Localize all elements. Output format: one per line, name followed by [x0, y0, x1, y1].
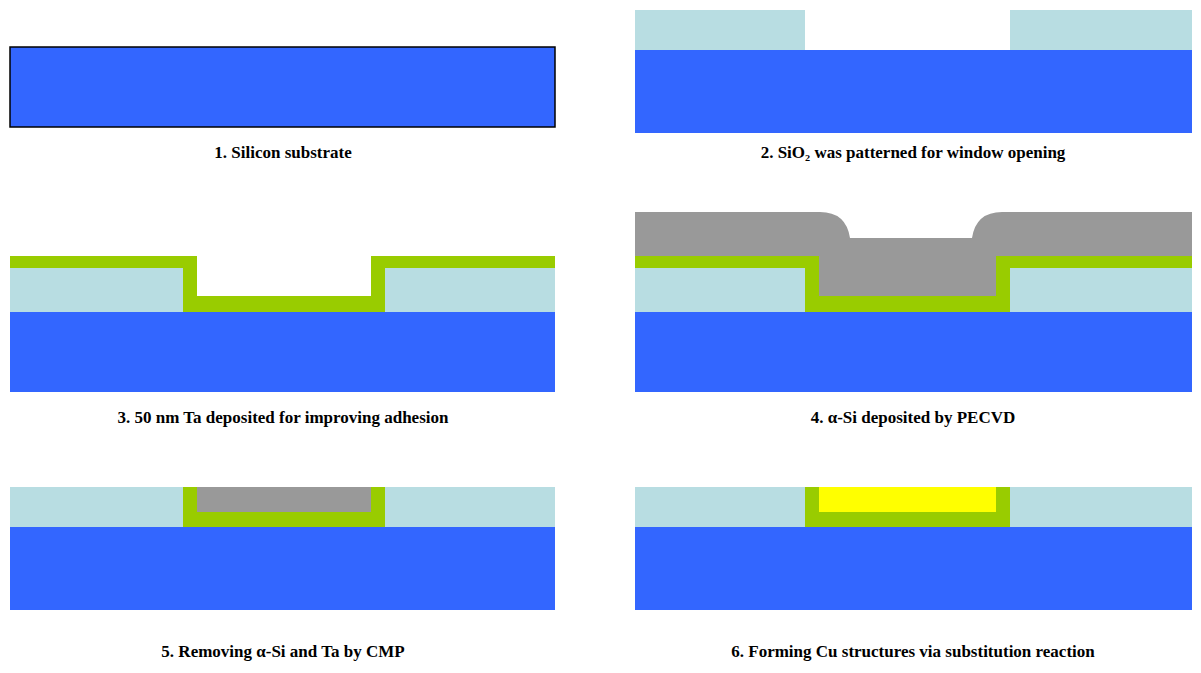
amorphous-silicon-fill — [197, 487, 371, 512]
step-caption: 5. Removing α-Si and Ta by CMP — [161, 642, 404, 662]
tantalum-layer — [10, 256, 555, 312]
oxide-layer — [1010, 487, 1192, 527]
silicon-substrate — [10, 527, 555, 610]
oxide-layer — [635, 10, 805, 50]
silicon-substrate — [635, 50, 1192, 133]
oxide-layer — [635, 268, 805, 312]
step-caption: 6. Forming Cu structures via substitutio… — [731, 642, 1094, 662]
step-caption: 3. 50 nm Ta deposited for improving adhe… — [118, 408, 449, 428]
step-caption: 4. α-Si deposited by PECVD — [811, 408, 1016, 428]
silicon-substrate — [635, 527, 1192, 610]
oxide-layer — [10, 268, 183, 312]
tantalum-layer — [635, 256, 1192, 312]
oxide-layer — [10, 487, 183, 527]
tantalum-liner — [805, 487, 1010, 527]
oxide-layer — [635, 487, 805, 527]
oxide-layer — [385, 268, 555, 312]
copper-structure — [819, 487, 996, 512]
silicon-substrate — [10, 312, 555, 392]
tantalum-liner — [183, 487, 385, 527]
step-caption: 2. SiO₂ was patterned for window opening — [761, 143, 1066, 163]
step-caption: 1. Silicon substrate — [214, 143, 351, 163]
silicon-substrate — [10, 47, 555, 127]
oxide-layer — [1010, 10, 1192, 50]
oxide-layer — [385, 487, 555, 527]
oxide-layer — [1010, 268, 1192, 312]
silicon-substrate — [635, 312, 1192, 392]
